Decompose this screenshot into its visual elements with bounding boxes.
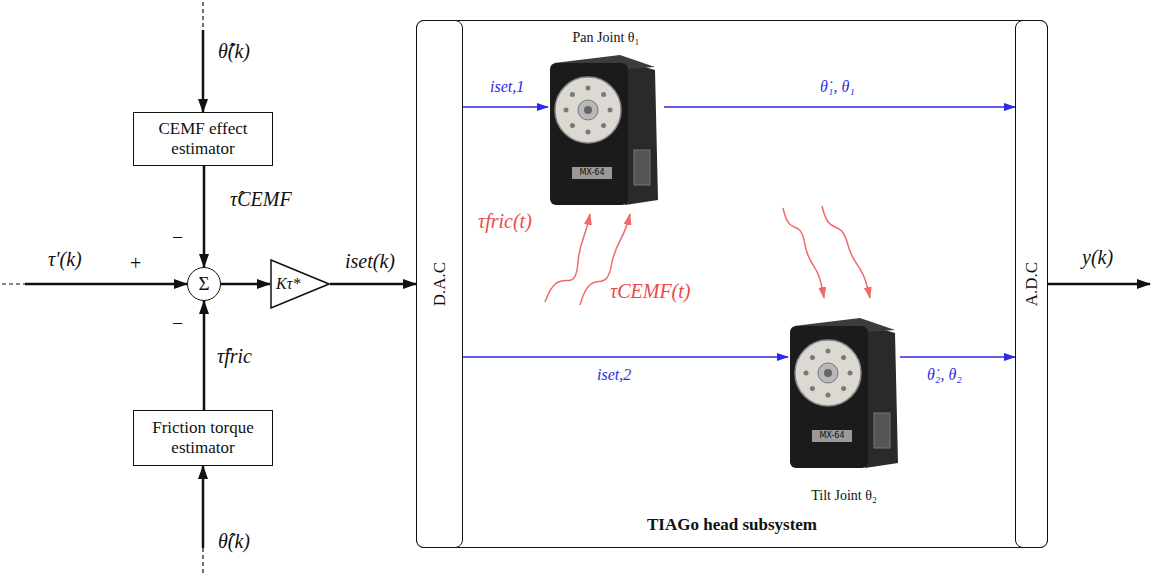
signal-arrow: [463, 106, 548, 108]
gain-block: Kτ*: [270, 259, 330, 309]
subsystem-frame: TIAGo head subsystem D.A.C A.D.C Pan Joint …: [416, 20, 1048, 548]
estimator-box: Friction torque estimator: [133, 410, 273, 466]
signal-arrow: [203, 301, 206, 410]
estimator-box: CEMF effect estimator: [133, 112, 273, 166]
node-text: D.A.C: [430, 262, 450, 306]
input-signal: θ̂(k): [218, 530, 250, 553]
node-text: Σ: [198, 273, 209, 295]
joint-motor: Pan Joint θ₁: [548, 28, 664, 208]
disturbance-name: τfric(t): [478, 210, 532, 233]
node-text: A.D.C: [1022, 262, 1042, 306]
signal-name: iset,2: [595, 366, 633, 384]
signal-name: iset(k): [343, 250, 397, 273]
signal-name: τ̂fric: [215, 345, 254, 368]
motor-picture: [550, 55, 658, 205]
signal-arrow: [203, 166, 206, 267]
input-signal: θ̂̇(k): [218, 40, 250, 63]
input-arrows: [2, 2, 1150, 573]
sign: +: [130, 252, 141, 275]
converter-band: A.D.C: [1015, 20, 1048, 548]
motor-picture: [790, 318, 898, 468]
disturbance-arrows: [545, 206, 870, 305]
sign: −: [172, 312, 183, 335]
signal-arrow: [463, 356, 788, 358]
summing-junction: Σ: [187, 267, 221, 301]
node-text: Pan Joint θ₁: [548, 30, 664, 46]
signal-arrow: [900, 356, 1015, 358]
signal-arrow: [330, 283, 416, 286]
input-signal: τ′(k): [48, 248, 82, 271]
sign: −: [172, 226, 183, 249]
node-text: TIAGo head subsystem: [417, 515, 1047, 535]
converter-band: D.A.C: [416, 20, 463, 548]
output-signal: y(k): [1082, 246, 1113, 269]
joint-motor: Tilt Joint θ₂: [788, 316, 900, 506]
signal-arrow: [664, 106, 1015, 108]
model-tag: MX-64: [812, 430, 852, 442]
signal-name: iset,1: [488, 78, 526, 96]
node-text: Tilt Joint θ₂: [788, 488, 900, 504]
signal-arrow: [221, 283, 270, 286]
signal-name: θ̇₂, θ₂: [925, 366, 964, 384]
node-text: Kτ*: [276, 275, 300, 293]
model-tag: MX-64: [572, 167, 612, 179]
node-text: Friction torque estimator: [140, 418, 266, 459]
signal-name: τ̂CEMF: [228, 188, 294, 211]
disturbance-name: τCEMF(t): [610, 280, 690, 303]
node-text: CEMF effect estimator: [140, 119, 266, 160]
signal-name: θ̇₁, θ₁: [818, 78, 857, 96]
